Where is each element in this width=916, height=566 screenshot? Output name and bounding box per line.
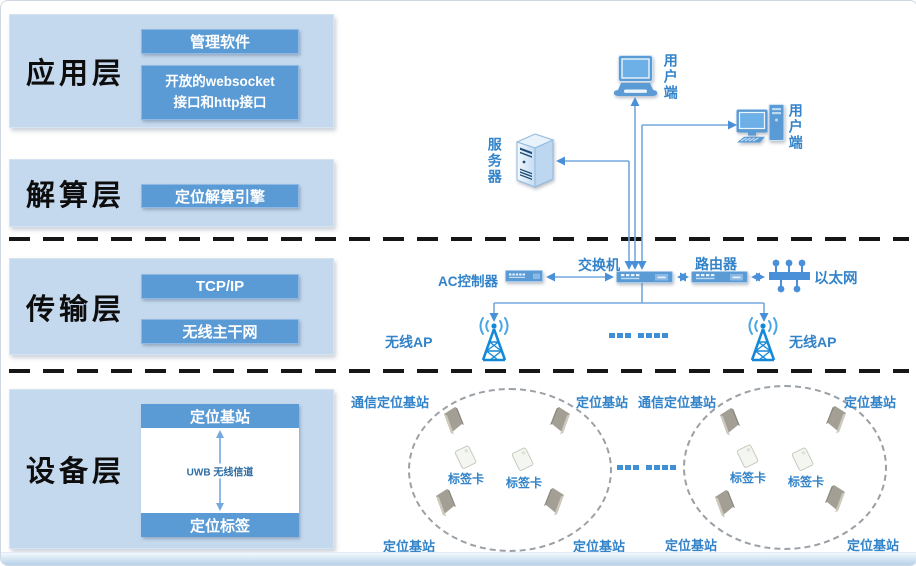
wireless-backbone-box: 无线主干网: [141, 319, 299, 344]
websocket-api-line1: 开放的websocket: [165, 73, 275, 89]
zone-ellipsis-separator: [617, 465, 678, 470]
bottom-edge-strip: [1, 552, 916, 565]
desktop-computer-icon: [736, 104, 785, 143]
wireless-ap-right-label: 无线AP: [789, 334, 837, 350]
router-icon: [691, 271, 748, 283]
anchor-bar: 定位基站: [141, 404, 299, 428]
wireless-backbone-label: 无线主干网: [182, 324, 258, 341]
tag-card-icon: [736, 444, 759, 468]
anchor-card-icon: [720, 408, 740, 436]
application-layer-box: 应用层 管理软件 开放的websocket 接口和http接口: [9, 14, 334, 128]
management-software-box: 管理软件: [141, 29, 299, 54]
tag-card-label: 标签卡: [730, 471, 767, 485]
application-layer-title: 应用层: [26, 58, 126, 90]
tcpip-label: TCP/IP: [195, 278, 245, 295]
positioning-zone-right: [683, 385, 887, 550]
anchor-card-icon: [444, 407, 464, 435]
tag-card-label: 标签卡: [788, 475, 825, 489]
dashed-separator-bottom: [9, 369, 909, 373]
zone-left-anchor-bl-label: 定位基站: [383, 539, 436, 554]
tag-card-icon: [454, 445, 477, 469]
ap-ellipsis-separator: [609, 333, 670, 338]
zone-left-comm-anchor-label: 通信定位基站: [351, 395, 430, 410]
anchor-card-icon: [715, 490, 735, 518]
user-client-top-label: 用户端: [662, 53, 679, 101]
anchor-card-icon: [436, 489, 456, 517]
switch-label: 交换机: [578, 257, 620, 273]
tag-bar-label: 定位标签: [189, 517, 250, 535]
anchor-card-icon: [826, 406, 846, 434]
zone-right-anchor-bl-label: 定位基站: [665, 538, 718, 553]
tcpip-box: TCP/IP: [141, 274, 299, 299]
anchor-bar-label: 定位基站: [189, 408, 250, 426]
ac-controller-icon: [505, 270, 543, 282]
zone-left-anchor-br-label: 定位基站: [573, 539, 626, 554]
tag-card-label: 标签卡: [506, 476, 543, 490]
wireless-ap-left-icon: [479, 317, 509, 362]
transport-layer-box: 传输层 TCP/IP 无线主干网: [9, 258, 334, 355]
anchor-card-icon: [825, 485, 845, 513]
zone-right-comm-anchor-label: 通信定位基站: [638, 395, 717, 410]
websocket-api-box: 开放的websocket 接口和http接口: [141, 65, 299, 120]
server-icon: [515, 133, 555, 188]
websocket-api-line2: 接口和http接口: [173, 94, 267, 110]
router-label: 路由器: [695, 256, 737, 272]
ac-controller-label: AC控制器: [438, 274, 498, 289]
wireless-ap-right-icon: [748, 317, 778, 362]
ethernet-hub-icon: [769, 259, 810, 293]
positioning-zone-left: [408, 388, 612, 552]
tag-card-label: 标签卡: [448, 472, 485, 486]
solver-layer-box: 解算层 定位解算引擎: [9, 159, 334, 227]
zone-right-anchor-tr-label: 定位基站: [844, 395, 897, 410]
dashed-separator-top: [9, 237, 909, 241]
uwb-channel-area: UWB 无线信道: [141, 428, 299, 513]
tag-bar: 定位标签: [141, 513, 299, 537]
tag-card-icon: [511, 447, 534, 471]
solver-layer-title: 解算层: [26, 180, 126, 212]
positioning-engine-label: 定位解算引擎: [174, 188, 265, 206]
uwb-channel-label: UWB 无线信道: [183, 463, 257, 478]
device-layer-box: 设备层 定位基站 UWB 无线信道 定位标签: [9, 389, 334, 549]
uwb-channel-diagram: 定位基站 UWB 无线信道 定位标签: [141, 404, 299, 537]
wireless-ap-left-label: 无线AP: [385, 334, 433, 350]
management-software-label: 管理软件: [189, 34, 250, 51]
laptop-icon: [613, 55, 658, 96]
device-layer-title: 设备层: [26, 456, 126, 488]
positioning-engine-box: 定位解算引擎: [141, 184, 299, 208]
zone-left-anchor-tr-label: 定位基站: [576, 395, 629, 410]
zone-right-anchor-br-label: 定位基站: [847, 538, 900, 553]
user-client-right-label: 用户端: [787, 103, 804, 151]
switch-icon: [616, 271, 673, 283]
tag-card-icon: [791, 447, 814, 471]
server-label: 服务器: [486, 137, 503, 185]
ethernet-label: 以太网: [814, 271, 858, 287]
anchor-card-icon: [544, 488, 564, 516]
anchor-card-icon: [550, 407, 570, 435]
transport-layer-title: 传输层: [26, 293, 126, 326]
